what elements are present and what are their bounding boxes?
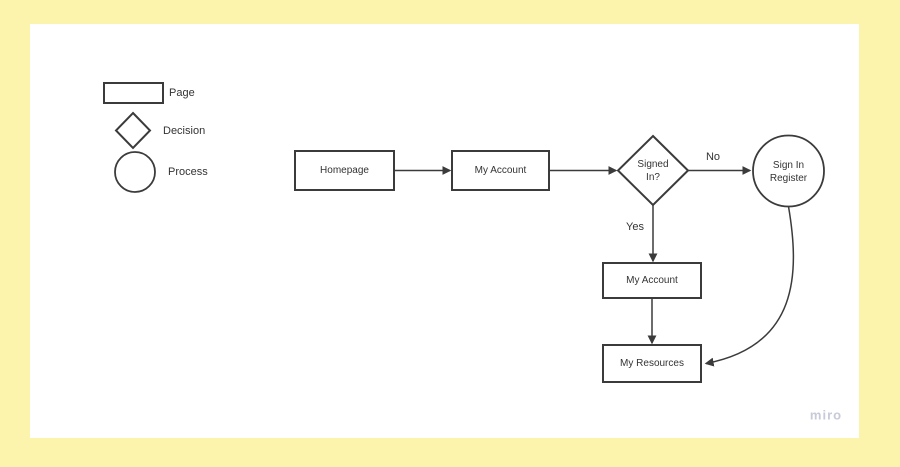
legend-label-decision: Decision [163,124,206,137]
edge-label-yes: Yes [626,221,644,233]
node-homepage[interactable] [294,150,395,191]
node-label-homepage: Homepage [320,164,369,176]
node-label-signed-in: Signed In? [637,158,669,183]
node-my-account-2[interactable] [602,262,702,299]
miro-watermark: miro [809,407,843,423]
edge-label-no: No [705,151,721,163]
connector-sign-in-register-to-my-resources[interactable] [704,206,795,367]
flowchart-canvas[interactable]: Page Decision Process Homepage My Accoun… [30,24,859,438]
node-label-sign-in-register: Sign In Register [769,159,808,184]
node-my-account[interactable] [451,150,550,191]
legend-label-process: Process [168,166,208,178]
legend-label-page: Page [169,87,195,99]
node-label-my-resources: My Resources [620,357,684,369]
node-label-my-account-2: My Account [626,274,678,286]
node-my-resources[interactable] [602,344,702,383]
legend-page-shape[interactable] [103,82,164,104]
node-label-my-account: My Account [474,164,527,176]
legend-process-shape[interactable] [114,151,156,193]
shapes-layer [103,82,825,383]
legend-decision-shape[interactable] [114,111,152,150]
